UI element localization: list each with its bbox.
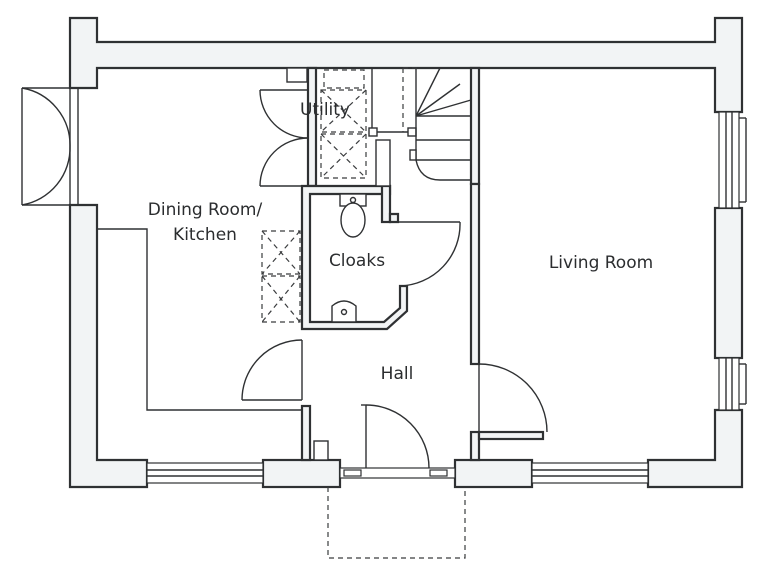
window-right-lower	[718, 357, 747, 411]
top-wall	[68, 16, 744, 114]
right-wall-middle	[713, 206, 744, 360]
label-dining-line2: Kitchen	[173, 225, 237, 245]
bottom-wall-left-pier	[261, 458, 342, 489]
kitchen-appliance-upper	[261, 230, 301, 275]
wc	[339, 193, 367, 238]
wall-post	[313, 440, 329, 461]
label-hall: Hall	[381, 364, 414, 384]
window-right-upper	[718, 111, 747, 209]
duct	[375, 139, 391, 187]
label-utility: Utility	[300, 100, 350, 120]
label-living-room: Living Room	[549, 253, 653, 273]
cloaks-side-wall	[388, 212, 400, 224]
living-room-wall-lower	[469, 430, 481, 462]
kitchen-counter	[97, 228, 302, 411]
label-dining-line1: Dining Room/	[148, 200, 263, 220]
window-bottom-left	[146, 462, 264, 484]
utility-wall	[306, 66, 318, 188]
staircase	[402, 67, 472, 181]
basin	[331, 300, 357, 323]
porch-canopy	[327, 487, 466, 559]
internal-walls	[286, 66, 545, 462]
living-room-wall	[469, 182, 481, 366]
window-bottom-right	[531, 462, 649, 484]
utility-appliance-lower	[320, 133, 367, 179]
wall-stub-lower	[477, 430, 545, 441]
bottom-wall-right-pier	[453, 458, 534, 489]
kitchen-hall-wall	[300, 404, 312, 462]
kitchen-appliance-lower	[261, 275, 301, 323]
right-wall-lower	[646, 408, 744, 489]
room-labels: Utility Dining Room/ Kitchen Cloaks Livi…	[148, 100, 653, 384]
left-wall	[68, 203, 149, 489]
doors	[241, 89, 548, 469]
label-cloaks: Cloaks	[329, 251, 385, 271]
stair-wall	[469, 66, 481, 186]
french-doors	[21, 87, 79, 206]
cloaks-partition	[380, 184, 392, 224]
front-door-threshold	[339, 467, 456, 479]
appliance-boxes	[261, 69, 466, 559]
utility-appliance-upper	[320, 89, 367, 133]
windows	[146, 111, 747, 484]
utility-post	[286, 67, 308, 83]
